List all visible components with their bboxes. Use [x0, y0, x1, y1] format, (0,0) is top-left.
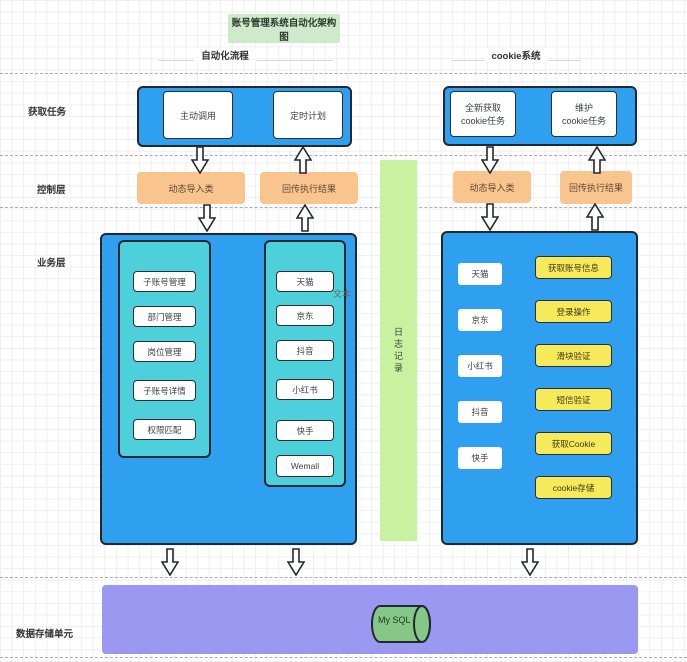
lane-header-label: 自动化流程 [201, 51, 249, 62]
node-tmall-right[interactable]: 天猫 [458, 263, 502, 285]
lane-divider [0, 577, 687, 578]
node-label: cookie存储 [552, 482, 595, 493]
node-label: 动态导入类 [469, 182, 515, 193]
node-xiaohongshu-left[interactable]: 小红书 [276, 379, 334, 400]
node-label: 子账号管理 [143, 276, 186, 287]
node-return-result-right[interactable]: 回传执行结果 [560, 171, 632, 204]
node-label: 抖音 [296, 345, 314, 356]
arrow-up-icon[interactable] [586, 203, 604, 231]
node-subaccount-detail[interactable]: 子账号详情 [133, 380, 196, 401]
node-label: 快手 [471, 453, 489, 463]
node-label: 岗位管理 [147, 346, 182, 357]
arrow-down-icon[interactable] [191, 146, 209, 174]
node-label: 京东 [296, 310, 314, 321]
node-label: Wemall [290, 461, 320, 471]
node-get-cookie[interactable]: 获取Cookie [535, 432, 612, 455]
node-jd-right[interactable]: 京东 [458, 309, 502, 331]
node-login-operation[interactable]: 登录操作 [535, 300, 612, 323]
node-permission-match[interactable]: 权限匹配 [133, 419, 196, 440]
diagram-title-box[interactable]: 账号管理系统自动化架构图 [228, 14, 340, 43]
log-record-label: 日志记录 [393, 326, 403, 375]
node-kuaishou-left[interactable]: 快手 [276, 420, 334, 441]
arrow-down-icon[interactable] [198, 204, 216, 232]
node-wemall-left[interactable]: Wemall [276, 455, 334, 477]
node-label-line1: 维护 [574, 103, 593, 113]
storage-container[interactable] [102, 585, 638, 654]
node-jd-left[interactable]: 京东 [276, 305, 334, 326]
node-department-mgmt[interactable]: 部门管理 [133, 306, 196, 327]
node-label: 全新获取 cookie任务 [461, 101, 505, 127]
node-label: 京东 [471, 315, 489, 325]
row-label-task: 获取任务 [28, 107, 67, 118]
node-tmall-left[interactable]: 天猫 [276, 271, 334, 292]
node-scheduled-plan[interactable]: 定时计划 [273, 91, 343, 139]
row-label-business: 业务层 [37, 258, 66, 269]
row-label-storage: 数据存储单元 [16, 629, 74, 640]
node-label: 小红书 [292, 384, 318, 395]
lane-divider [0, 207, 687, 208]
node-subaccount-mgmt[interactable]: 子账号管理 [133, 271, 196, 292]
node-sms-verify[interactable]: 短信验证 [535, 388, 612, 411]
node-get-account-info[interactable]: 获取账号信息 [535, 256, 612, 279]
node-new-cookie-task[interactable]: 全新获取 cookie任务 [450, 91, 516, 137]
node-position-mgmt[interactable]: 岗位管理 [133, 341, 196, 362]
node-label: 小红书 [467, 361, 493, 371]
node-label: 回传执行结果 [568, 183, 623, 193]
arrow-down-icon[interactable] [481, 203, 499, 231]
node-manual-call[interactable]: 主动调用 [163, 91, 233, 139]
node-cookie-store[interactable]: cookie存储 [535, 476, 612, 499]
node-label: 回传执行结果 [281, 183, 336, 194]
arrow-down-icon[interactable] [521, 548, 539, 576]
row-label-control: 控制层 [37, 185, 66, 196]
node-label: 天猫 [296, 276, 314, 287]
arrow-up-icon[interactable] [296, 204, 314, 232]
node-label-line2: cookie任务 [460, 116, 506, 126]
arrow-down-icon[interactable] [161, 548, 179, 576]
node-dynamic-import-right[interactable]: 动态导入类 [453, 171, 531, 203]
node-label: 获取Cookie [551, 438, 596, 449]
node-label: 登录操作 [556, 306, 591, 317]
arrow-up-icon[interactable] [294, 146, 312, 174]
arrow-up-icon[interactable] [588, 146, 606, 174]
lane-divider [0, 155, 687, 156]
node-label: 获取账号信息 [547, 262, 599, 273]
node-label: 部门管理 [147, 311, 182, 322]
node-label: 抖音 [471, 407, 489, 417]
node-label-line2: cookie任务 [561, 116, 607, 126]
node-label: 权限匹配 [147, 424, 182, 435]
node-maintain-cookie-task[interactable]: 维护 cookie任务 [551, 91, 617, 137]
node-label: 天猫 [471, 269, 489, 279]
lane-header-label: cookie系统 [491, 51, 541, 62]
node-dynamic-import-left[interactable]: 动态导入类 [137, 172, 245, 204]
node-xiaohongshu-right[interactable]: 小红书 [458, 355, 502, 377]
node-return-result-left[interactable]: 回传执行结果 [260, 172, 358, 204]
log-record-bar[interactable]: 日志记录 [380, 160, 417, 541]
lane-header-cookie[interactable]: cookie系统 [484, 48, 548, 62]
node-label: 子账号详情 [143, 385, 186, 396]
node-label: 主动调用 [179, 110, 216, 121]
node-label: 短信验证 [556, 394, 591, 405]
node-label: 维护 cookie任务 [562, 101, 606, 127]
lane-divider [0, 73, 687, 74]
arrow-down-icon[interactable] [481, 146, 499, 174]
node-label: 滑块验证 [556, 350, 591, 361]
node-slider-captcha[interactable]: 滑块验证 [535, 344, 612, 367]
lane-header-automation[interactable]: 自动化流程 [194, 48, 256, 62]
node-label: 快手 [296, 425, 314, 436]
lane-divider [0, 657, 687, 658]
node-douyin-left[interactable]: 抖音 [276, 340, 334, 361]
node-label: 定时计划 [289, 110, 326, 121]
node-label: 动态导入类 [168, 183, 214, 194]
node-label-line1: 全新获取 [464, 103, 501, 113]
diagram-title: 账号管理系统自动化架构图 [231, 17, 337, 43]
node-kuaishou-right[interactable]: 快手 [458, 447, 502, 469]
mysql-cylinder-icon[interactable] [370, 604, 432, 644]
node-douyin-right[interactable]: 抖音 [458, 401, 502, 423]
mysql-label: My SQL [378, 615, 411, 625]
arrow-down-icon[interactable] [287, 548, 305, 576]
floating-text-label[interactable]: 文本 [333, 289, 352, 299]
